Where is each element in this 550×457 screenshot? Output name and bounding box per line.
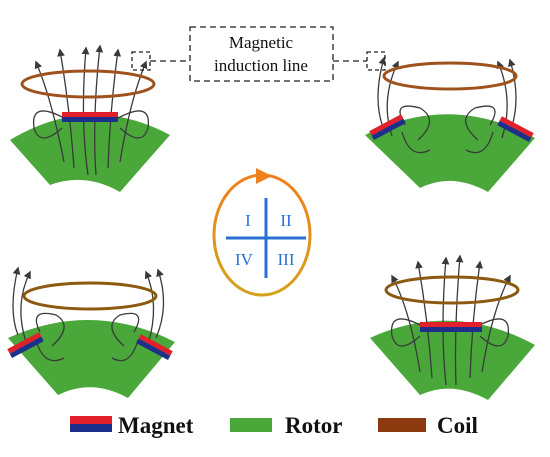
coil (22, 281, 158, 311)
callout-target-left (131, 51, 151, 71)
callout-box (189, 26, 334, 82)
magnet-left (7, 332, 44, 358)
legend: Magnet Rotor Coil (70, 413, 478, 438)
panel-top-right (365, 56, 535, 192)
magnet-right (136, 334, 173, 360)
panel-bottom-left (7, 266, 175, 398)
magnet-right (497, 116, 534, 142)
coil (384, 275, 520, 305)
magnet-blue (62, 117, 118, 122)
legend-rotor-swatch (230, 418, 272, 432)
callout-line1: Magnetic (229, 33, 294, 52)
legend-rotor-label: Rotor (285, 413, 342, 438)
side-loops (32, 110, 150, 139)
magnet-red (62, 112, 118, 117)
legend-coil-label: Coil (437, 413, 478, 438)
panel-bottom-right (370, 254, 535, 400)
magnet-red (420, 322, 482, 327)
callout-line2: induction line (214, 56, 308, 75)
side-loops (390, 318, 510, 347)
quadrant-3-label: III (278, 250, 295, 269)
panel-top-left (10, 44, 170, 192)
magnet-blue (420, 327, 482, 332)
rotation-ring (212, 173, 312, 297)
side-loops (399, 105, 496, 154)
rotation-diagram: I II III IV (212, 168, 312, 297)
coil (20, 69, 156, 99)
legend-coil-swatch (378, 418, 426, 432)
field-lines (12, 266, 165, 345)
quadrant-1-label: I (245, 211, 251, 230)
rotation-arrow-icon (256, 168, 272, 184)
magnet-left (369, 114, 406, 140)
legend-magnet-swatch (70, 416, 112, 432)
callout-target-right (366, 51, 386, 71)
rotor-segment (10, 114, 170, 192)
rotor-segment (8, 319, 175, 398)
rotor-segment (370, 320, 535, 400)
quadrant-4-label: IV (235, 250, 254, 269)
coil (382, 61, 518, 91)
legend-magnet-label: Magnet (118, 413, 194, 438)
callout: Magnetic induction line (131, 26, 386, 82)
quadrant-2-label: II (280, 211, 292, 230)
